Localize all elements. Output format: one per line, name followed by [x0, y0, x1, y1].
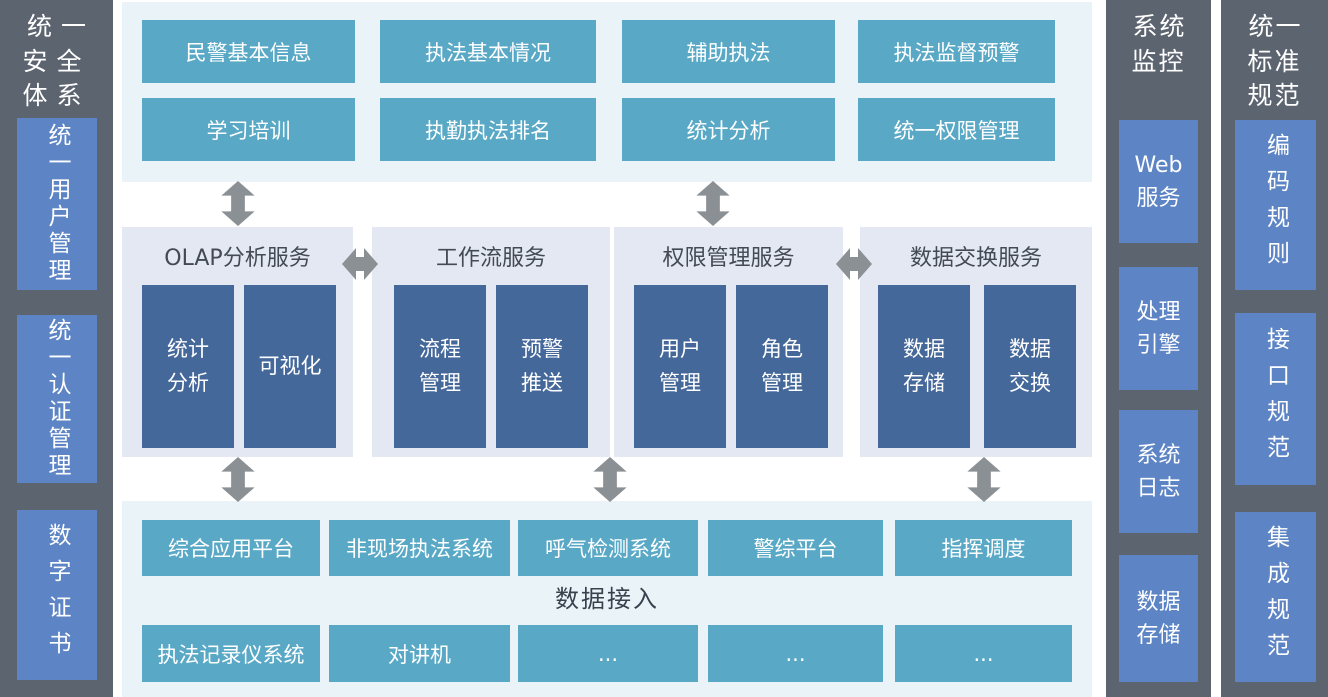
source-box-label: ... — [785, 641, 806, 666]
app-box-label: 统计分析 — [686, 118, 771, 143]
source-box-label: 对讲机 — [388, 642, 451, 667]
sidebar-item-label: 统一用户管理 — [44, 123, 70, 285]
double-arrow-horizontal-right-icon — [836, 248, 872, 280]
app-box-label: 统一权限管理 — [893, 118, 1020, 143]
standard-item-label: 编码规则 — [1262, 133, 1289, 277]
app-box-label: 民警基本信息 — [185, 40, 312, 65]
standard-item-coding-rules: 编码规则 — [1235, 120, 1316, 290]
monitor-item-label: 处理 引擎 — [1136, 299, 1181, 358]
permission-service-panel: 权限管理服务 用户 管理 角色 管理 — [614, 227, 843, 457]
sidebar-item-label: 统一认证管理 — [44, 318, 70, 480]
app-box-label: 学习培训 — [206, 118, 291, 143]
system-monitor-title: 系统 监控 — [1131, 12, 1187, 76]
standard-item-label: 集成规范 — [1262, 525, 1289, 669]
data-access-layer-panel: 综合应用平台 非现场执法系统 呼气检测系统 警综平台 指挥调度 数据接入 执法记… — [122, 501, 1092, 697]
service-box-label: 数据 存储 — [903, 336, 945, 395]
source-box-label: ... — [597, 641, 619, 666]
app-box-enforcement-basic: 执法基本情况 — [380, 20, 596, 83]
monitor-item-data-storage: 数据 存储 — [1119, 555, 1198, 682]
service-box-label: 角色 管理 — [761, 336, 803, 395]
monitor-item-processing-engine: 处理 引擎 — [1119, 267, 1198, 390]
monitor-item-web-service: Web 服务 — [1119, 120, 1198, 243]
data-exchange-service-panel: 数据交换服务 数据 存储 数据 交换 — [860, 227, 1092, 457]
source-box-integrated-platform: 综合应用平台 — [142, 520, 320, 576]
service-box-process-mgmt: 流程 管理 — [394, 285, 486, 448]
standard-item-integration-spec: 集成规范 — [1235, 512, 1316, 682]
source-box-label: 指挥调度 — [941, 537, 1026, 561]
service-box-label: 统计 分析 — [167, 336, 209, 395]
monitor-item-label: 数据 存储 — [1136, 589, 1181, 648]
source-box-label: ... — [973, 641, 994, 666]
workflow-service-panel: 工作流服务 流程 管理 预警 推送 — [372, 227, 610, 457]
source-box-label: 非现场执法系统 — [346, 537, 493, 561]
service-box-warning-push: 预警 推送 — [496, 285, 588, 448]
service-box-label: 用户 管理 — [659, 336, 701, 395]
standard-item-label: 接口规范 — [1262, 327, 1289, 471]
permission-service-title: 权限管理服务 — [662, 246, 795, 271]
service-box-label: 可视化 — [258, 353, 322, 378]
app-box-duty-ranking: 执勤执法排名 — [380, 98, 596, 161]
sidebar-item-unified-auth-mgmt: 统一认证管理 — [17, 315, 97, 483]
olap-service-panel: OLAP分析服务 统计 分析 可视化 — [122, 227, 353, 457]
service-box-label: 数据 交换 — [1009, 336, 1051, 395]
service-box-data-storage: 数据 存储 — [878, 285, 970, 448]
standard-spec-title: 统一 标准 规范 — [1247, 12, 1303, 110]
source-box-label: 综合应用平台 — [168, 537, 294, 561]
source-box-ellipsis-2: ... — [708, 625, 883, 682]
app-box-unified-permission: 统一权限管理 — [858, 98, 1055, 161]
app-box-assist-enforcement: 辅助执法 — [622, 20, 835, 83]
source-box-intercom: 对讲机 — [329, 625, 510, 682]
sidebar-item-label: 数字证书 — [44, 523, 70, 667]
service-box-label: 预警 推送 — [521, 336, 563, 395]
data-access-label: 数据接入 — [555, 585, 659, 613]
double-arrow-horizontal-left-icon — [342, 248, 378, 280]
source-box-ellipsis-1: ... — [518, 625, 698, 682]
service-box-user-mgmt: 用户 管理 — [634, 285, 726, 448]
source-box-label: 执法记录仪系统 — [157, 642, 305, 667]
workflow-service-title: 工作流服务 — [435, 246, 546, 271]
app-box-supervision-warning: 执法监督预警 — [858, 20, 1055, 83]
source-box-body-camera: 执法记录仪系统 — [142, 625, 320, 682]
service-box-label: 流程 管理 — [419, 336, 461, 395]
system-monitor-column: 系统 监控 Web 服务 处理 引擎 系统 日志 数据 存储 — [1106, 0, 1211, 697]
monitor-item-label: 系统 日志 — [1136, 442, 1181, 501]
app-box-police-basic-info: 民警基本信息 — [142, 20, 355, 83]
source-box-label: 呼气检测系统 — [545, 537, 671, 561]
service-box-data-exchange: 数据 交换 — [984, 285, 1076, 448]
sidebar-item-digital-certificate: 数字证书 — [17, 510, 97, 680]
application-layer-panel: 民警基本信息 执法基本情况 辅助执法 执法监督预警 学习培训 执勤执法排名 统计… — [122, 2, 1092, 182]
app-box-learning-training: 学习培训 — [142, 98, 355, 161]
standard-item-interface-spec: 接口规范 — [1235, 313, 1316, 485]
standard-spec-column: 统一 标准 规范 编码规则 接口规范 集成规范 — [1221, 0, 1328, 697]
double-arrow-vertical-bottom-center-icon — [593, 457, 627, 502]
security-sidebar-title: 统一 安全 体系 — [22, 12, 95, 110]
double-arrow-vertical-bottom-right-icon — [967, 457, 1001, 502]
double-arrow-vertical-top-left-icon — [221, 181, 255, 226]
monitor-item-system-log: 系统 日志 — [1119, 410, 1198, 533]
source-box-breath-test: 呼气检测系统 — [518, 520, 698, 576]
security-sidebar: 统一 安全 体系 统一用户管理 统一认证管理 数字证书 — [0, 0, 113, 697]
service-box-role-mgmt: 角色 管理 — [736, 285, 828, 448]
double-arrow-vertical-bottom-left-icon — [221, 457, 255, 502]
source-box-police-platform: 警综平台 — [708, 520, 883, 576]
app-box-label: 执法监督预警 — [893, 40, 1020, 65]
double-arrow-vertical-top-right-icon — [696, 181, 730, 226]
service-box-visualization: 可视化 — [244, 285, 336, 448]
app-box-label: 执法基本情况 — [425, 40, 551, 65]
service-box-stat-analysis: 统计 分析 — [142, 285, 234, 448]
source-box-label: 警综平台 — [753, 537, 838, 561]
app-box-label: 执勤执法排名 — [425, 118, 551, 143]
source-box-command-dispatch: 指挥调度 — [895, 520, 1072, 576]
sidebar-item-unified-user-mgmt: 统一用户管理 — [17, 118, 97, 290]
olap-service-title: OLAP分析服务 — [164, 246, 311, 271]
app-box-label: 辅助执法 — [686, 40, 771, 65]
source-box-offsite-enforcement: 非现场执法系统 — [329, 520, 510, 576]
monitor-item-label: Web 服务 — [1134, 152, 1183, 211]
data-exchange-service-title: 数据交换服务 — [909, 246, 1042, 271]
app-box-statistic-analysis: 统计分析 — [622, 98, 835, 161]
source-box-ellipsis-3: ... — [895, 625, 1072, 682]
